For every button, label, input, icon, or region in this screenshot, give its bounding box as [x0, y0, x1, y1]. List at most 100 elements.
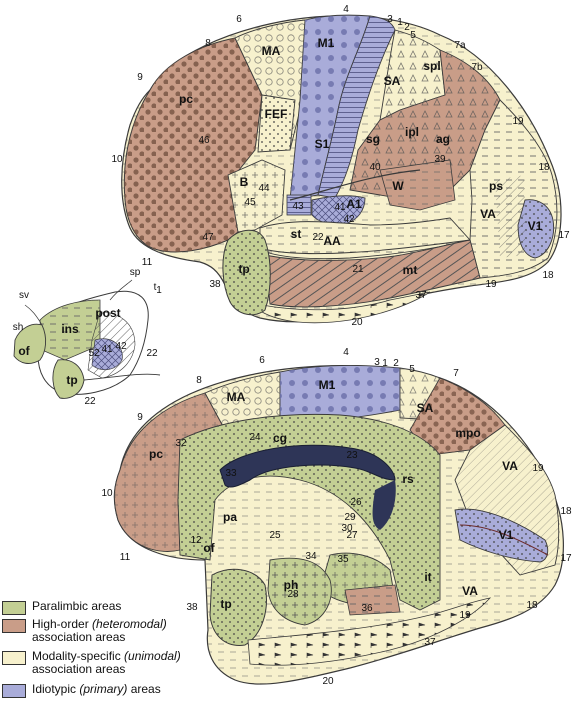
medial-label: it [424, 570, 431, 584]
lateral-edge-number: 10 [111, 154, 123, 165]
lateral-number: 44 [258, 183, 270, 194]
insula-number: 41 [101, 344, 113, 355]
lateral-edge-number: 20 [351, 317, 363, 328]
medial-hemisphere [113, 364, 564, 685]
medial-edge-number: 37 [424, 637, 436, 648]
medial-label: pa [223, 510, 237, 524]
insula-label: ins [61, 322, 79, 336]
lateral-edge-number: 19 [485, 279, 497, 290]
lateral-label: A1 [346, 197, 362, 211]
medial-label: MA [227, 390, 246, 404]
medial-label: pc [149, 447, 163, 461]
lateral-label: spl [423, 59, 440, 73]
lateral-label: B [240, 175, 249, 189]
legend-label-paralimbic: Paralimbic areas [32, 599, 122, 613]
lateral-label: ps [489, 179, 503, 193]
insula-number: 22 [84, 396, 96, 407]
medial-number: 36 [361, 603, 373, 614]
lateral-label: VA [480, 207, 496, 221]
medial-label: rs [402, 472, 414, 486]
medial-edge-number: 19 [459, 610, 471, 621]
legend-label-idiotypic: Idiotypic (primary) areas [32, 682, 161, 696]
medial-number: 29 [344, 512, 356, 523]
lateral-label: mt [403, 263, 418, 277]
medial-label: V1 [499, 528, 514, 542]
lateral-label: tp [238, 262, 249, 276]
lateral-edge-number: 38 [209, 279, 221, 290]
lateral-number: 45 [244, 197, 256, 208]
lateral-edge-number: 9 [137, 72, 143, 83]
medial-edge-number: 3 [374, 357, 380, 368]
lateral-label: SA [384, 74, 401, 88]
legend-swatch-idiotypic [2, 684, 26, 698]
insula-number: 52 [88, 348, 100, 359]
medial-label: VA [502, 459, 518, 473]
lateral-label: S1 [315, 137, 330, 151]
lateral-edge-number: 17 [558, 230, 570, 241]
insula-small-label: sv [19, 290, 29, 301]
medial-label: of [203, 541, 215, 555]
medial-number: 33 [225, 468, 237, 479]
lateral-label: V1 [528, 219, 543, 233]
lateral-edge-number: 19 [512, 116, 524, 127]
medial-edge-number: 20 [322, 676, 334, 687]
lateral-edge-number: 18 [538, 162, 550, 173]
insula-small-label: sp [130, 267, 141, 278]
insula-label: tp [66, 373, 77, 387]
medial-number: 32 [175, 438, 187, 449]
legend-label-heteromodal: High-order (heteromodal) association are… [32, 617, 167, 644]
lateral-edge-number: 37 [415, 290, 427, 301]
insula-small-label: sh [13, 322, 24, 333]
legend-swatch-unimodal [2, 651, 26, 665]
lateral-number: 40 [369, 162, 381, 173]
legend-item-unimodal: Modality-specific (unimodal) association… [2, 650, 181, 676]
medial-label: mpo [455, 426, 480, 440]
lateral-edge-number: 6 [236, 14, 242, 25]
medial-label: SA [417, 401, 434, 415]
medial-label: cg [273, 431, 287, 445]
medial-edge-number: 18 [526, 600, 538, 611]
lateral-edge-number: 3 [387, 14, 393, 25]
lateral-number: 39 [434, 154, 446, 165]
medial-number: 30 [341, 523, 353, 534]
medial-edge-number: 4 [343, 347, 349, 358]
legend-swatch-heteromodal [2, 619, 26, 633]
medial-edge-number: 1 [382, 358, 388, 369]
insula-small-label: t [154, 282, 157, 293]
medial-edge-number: 17 [560, 553, 572, 564]
lateral-label: M1 [318, 36, 335, 50]
medial-label: tp [220, 597, 231, 611]
lateral-label: ag [436, 132, 450, 146]
legend-item-idiotypic: Idiotypic (primary) areas [2, 683, 161, 698]
lateral-label: st [291, 227, 302, 241]
medial-number: 27 [346, 530, 358, 541]
legend-item-heteromodal: High-order (heteromodal) association are… [2, 618, 167, 644]
medial-label: M1 [319, 378, 336, 392]
medial-edge-number: 19 [532, 463, 544, 474]
medial-edge-number: 11 [120, 552, 131, 563]
lateral-edge-number: 8 [205, 38, 211, 49]
legend-swatch-paralimbic [2, 601, 26, 615]
lateral-number: 21 [352, 264, 364, 275]
medial-edge-number: 9 [137, 412, 143, 423]
medial-edge-number: 8 [196, 375, 202, 386]
lateral-label: FEF [265, 107, 288, 121]
lateral-number: 42 [343, 214, 355, 225]
medial-edge-number: 18 [560, 506, 572, 517]
lateral-label: AA [323, 234, 341, 248]
lateral-label: sg [366, 132, 380, 146]
medial-edge-number: 6 [259, 355, 265, 366]
lateral-hemisphere [121, 14, 562, 324]
lateral-edge-number: 11 [142, 257, 153, 268]
lateral-number: 22 [312, 232, 324, 243]
medial-edge-number: 5 [409, 364, 415, 375]
insula-label: of [18, 344, 30, 358]
medial-edge-number: 10 [101, 488, 113, 499]
insula-label: post [95, 306, 120, 320]
medial-label: VA [462, 584, 478, 598]
insula-number: 42 [115, 341, 127, 352]
medial-edge-number: 7 [453, 368, 459, 379]
